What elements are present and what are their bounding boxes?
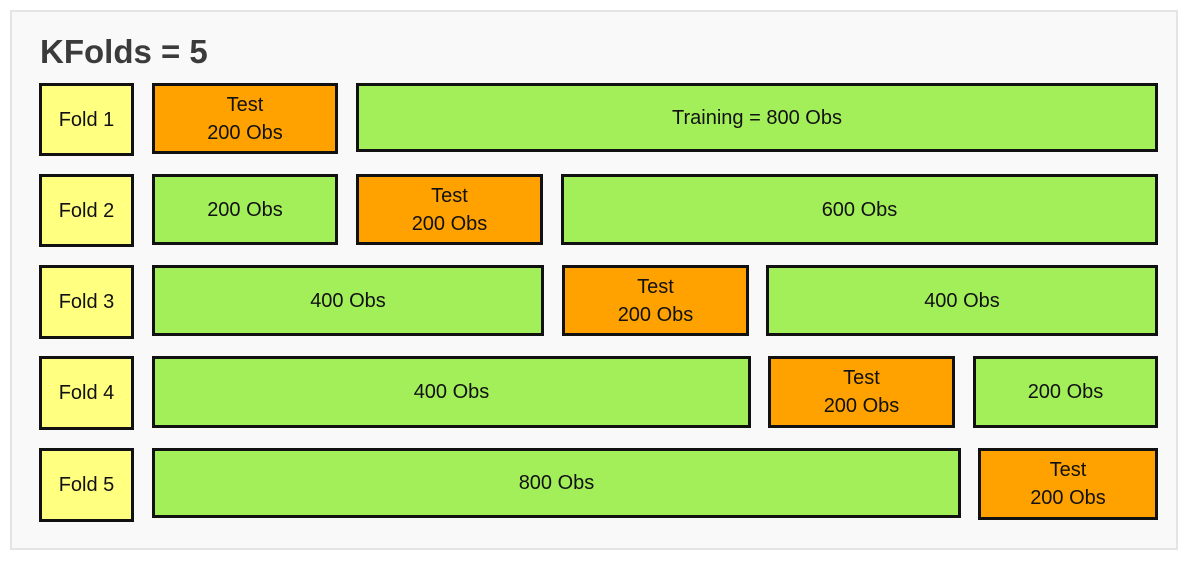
segment-line: Test <box>1049 459 1087 481</box>
fold-label: Fold 5 <box>39 448 134 522</box>
segment-line: Test <box>431 184 468 207</box>
test-segment: Test 200 Obs <box>356 174 543 245</box>
fold-label: Fold 4 <box>39 356 134 430</box>
fold-label-text: Fold 3 <box>58 291 115 313</box>
segment-line: 800 Obs <box>518 472 595 494</box>
segment-line: 200 Obs <box>207 198 283 221</box>
segment-line: 200 Obs <box>207 121 283 144</box>
segment-line: 400 Obs <box>310 289 386 312</box>
training-segment: 200 Obs <box>973 356 1158 428</box>
test-segment: Test 200 Obs <box>152 83 338 154</box>
fold-label: Fold 3 <box>39 265 134 339</box>
segment-line: 400 Obs <box>924 289 1000 312</box>
training-segment: Training = 800 Obs <box>356 83 1158 152</box>
training-segment: 200 Obs <box>152 174 338 245</box>
training-segment: 800 Obs <box>152 448 961 518</box>
test-segment: Test 200 Obs <box>562 265 749 336</box>
fold-label-text: Fold 4 <box>58 382 115 404</box>
segment-line: 600 Obs <box>821 198 898 221</box>
segment-line: 200 Obs <box>411 212 488 235</box>
training-segment: 400 Obs <box>152 265 544 336</box>
segment-line: 200 Obs <box>617 303 694 326</box>
test-segment: Test 200 Obs <box>978 448 1158 520</box>
training-segment: 600 Obs <box>561 174 1158 245</box>
fold-label: Fold 1 <box>39 83 134 156</box>
segment-line: Test <box>843 367 880 389</box>
segment-line: Test <box>637 275 674 298</box>
segment-line: Training = 800 Obs <box>672 106 842 129</box>
training-segment: 400 Obs <box>766 265 1158 336</box>
fold-label-text: Fold 1 <box>58 108 115 131</box>
segment-line: Test <box>226 93 264 116</box>
fold-label: Fold 2 <box>39 174 134 247</box>
segment-line: 200 Obs <box>1027 381 1104 403</box>
fold-label-text: Fold 2 <box>58 199 115 222</box>
training-segment: 400 Obs <box>152 356 751 428</box>
segment-line: 200 Obs <box>1030 487 1106 509</box>
test-segment: Test 200 Obs <box>768 356 955 428</box>
segment-line: 400 Obs <box>413 381 490 403</box>
segment-line: 200 Obs <box>823 395 900 417</box>
diagram-title: KFolds = 5 <box>40 33 208 70</box>
fold-label-text: Fold 5 <box>58 474 115 496</box>
